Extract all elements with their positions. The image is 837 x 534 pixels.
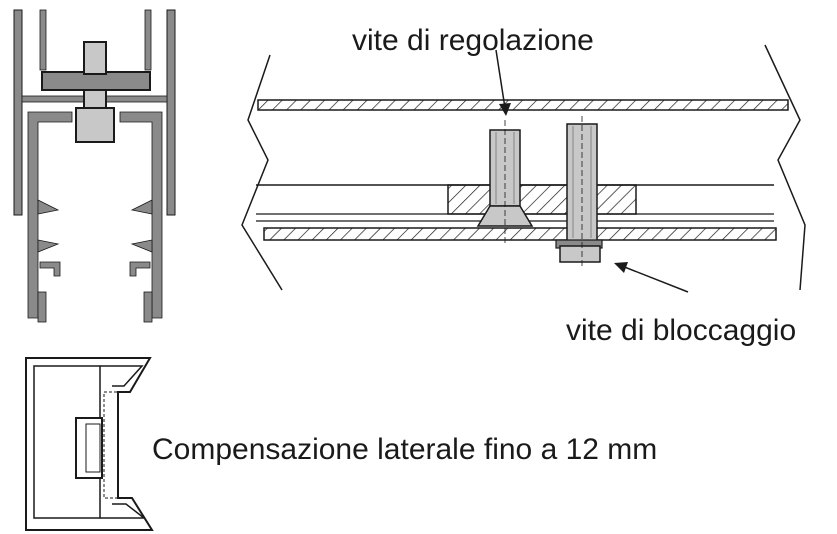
break-line-right [764, 44, 806, 291]
profile-cross-section [13, 9, 176, 323]
profile-tooth [37, 239, 60, 253]
profile-inner-wall-left [39, 9, 47, 71]
compensation-insert [75, 417, 103, 479]
profile-foot-right [143, 291, 153, 323]
profile-lower-right [119, 111, 163, 319]
profile-tooth [37, 199, 60, 215]
profile-foot-left [37, 291, 47, 323]
t-bolt-stem-top [83, 41, 107, 75]
arrow-head [499, 103, 511, 116]
t-bolt-stem-bottom [83, 89, 107, 109]
profile-tooth [130, 199, 153, 215]
compensation-profile [25, 357, 154, 531]
lower-hatched-layer [263, 227, 777, 241]
profile-lip [100, 365, 144, 387]
profile-outer-wall-left [13, 9, 23, 216]
locking-screw-leader [621, 265, 689, 293]
adjustment-screw-leader [495, 49, 506, 109]
break-line-left [241, 54, 283, 291]
profile-tooth [130, 239, 153, 253]
locking-screw-head [559, 245, 601, 263]
profile-hook [39, 261, 61, 277]
compensation-range [103, 391, 119, 499]
profile-hook [129, 261, 151, 277]
profile-lip [100, 503, 147, 519]
profile-outer-wall-right [166, 9, 176, 216]
upper-hatched-layer [257, 99, 789, 111]
section-view [241, 44, 806, 293]
arrow-head [614, 262, 628, 273]
profile-lower-left [27, 111, 73, 319]
hatched-block [447, 184, 637, 215]
compensation-insert-inner [85, 423, 101, 473]
profile-inner-wall-right [144, 9, 152, 71]
label-locking-screw: vite di bloccaggio [566, 314, 796, 347]
label-adjustment-screw: vite di regolazione [352, 24, 594, 57]
t-bolt-nut [75, 107, 115, 143]
label-compensation: Compensazione laterale fino a 12 mm [152, 433, 657, 466]
